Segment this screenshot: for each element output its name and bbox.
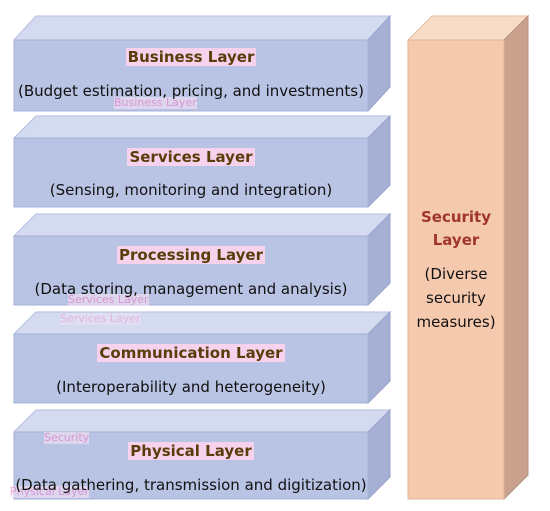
physical-layer-description: (Data gathering, transmission and digiti… [15, 476, 367, 494]
security-layer-title-line1: Security [420, 208, 492, 226]
security-layer-description-line3: measures) [416, 313, 496, 331]
ghost-label-security: Security [44, 431, 90, 444]
services-layer-description: (Sensing, monitoring and integration) [49, 181, 333, 199]
ghost-label-services-2: Services Layer [60, 312, 141, 325]
communication-layer-block [12, 310, 392, 405]
services-layer-title: Services Layer [127, 148, 255, 166]
business-layer-description: (Budget estimation, pricing, and investm… [18, 82, 364, 100]
processing-layer-title: Processing Layer [117, 246, 265, 264]
processing-layer-block [12, 212, 392, 307]
communication-layer-title: Communication Layer [97, 344, 285, 362]
security-layer-description-line1: (Diverse [424, 265, 488, 283]
security-layer-block [406, 14, 530, 501]
security-layer-description-line2: security [426, 289, 486, 307]
ghost-label-physical: Physical Layer [10, 485, 89, 498]
physical-layer-title: Physical Layer [128, 442, 254, 460]
security-layer-title-line2: Layer [432, 231, 480, 249]
communication-layer-description: (Interoperability and heterogeneity) [56, 378, 326, 396]
ghost-label-services: Services Layer [68, 293, 149, 306]
processing-layer-description: (Data storing, management and analysis) [34, 280, 348, 298]
business-layer-title: Business Layer [125, 48, 257, 66]
ghost-label-business: Business Layer [114, 96, 197, 109]
